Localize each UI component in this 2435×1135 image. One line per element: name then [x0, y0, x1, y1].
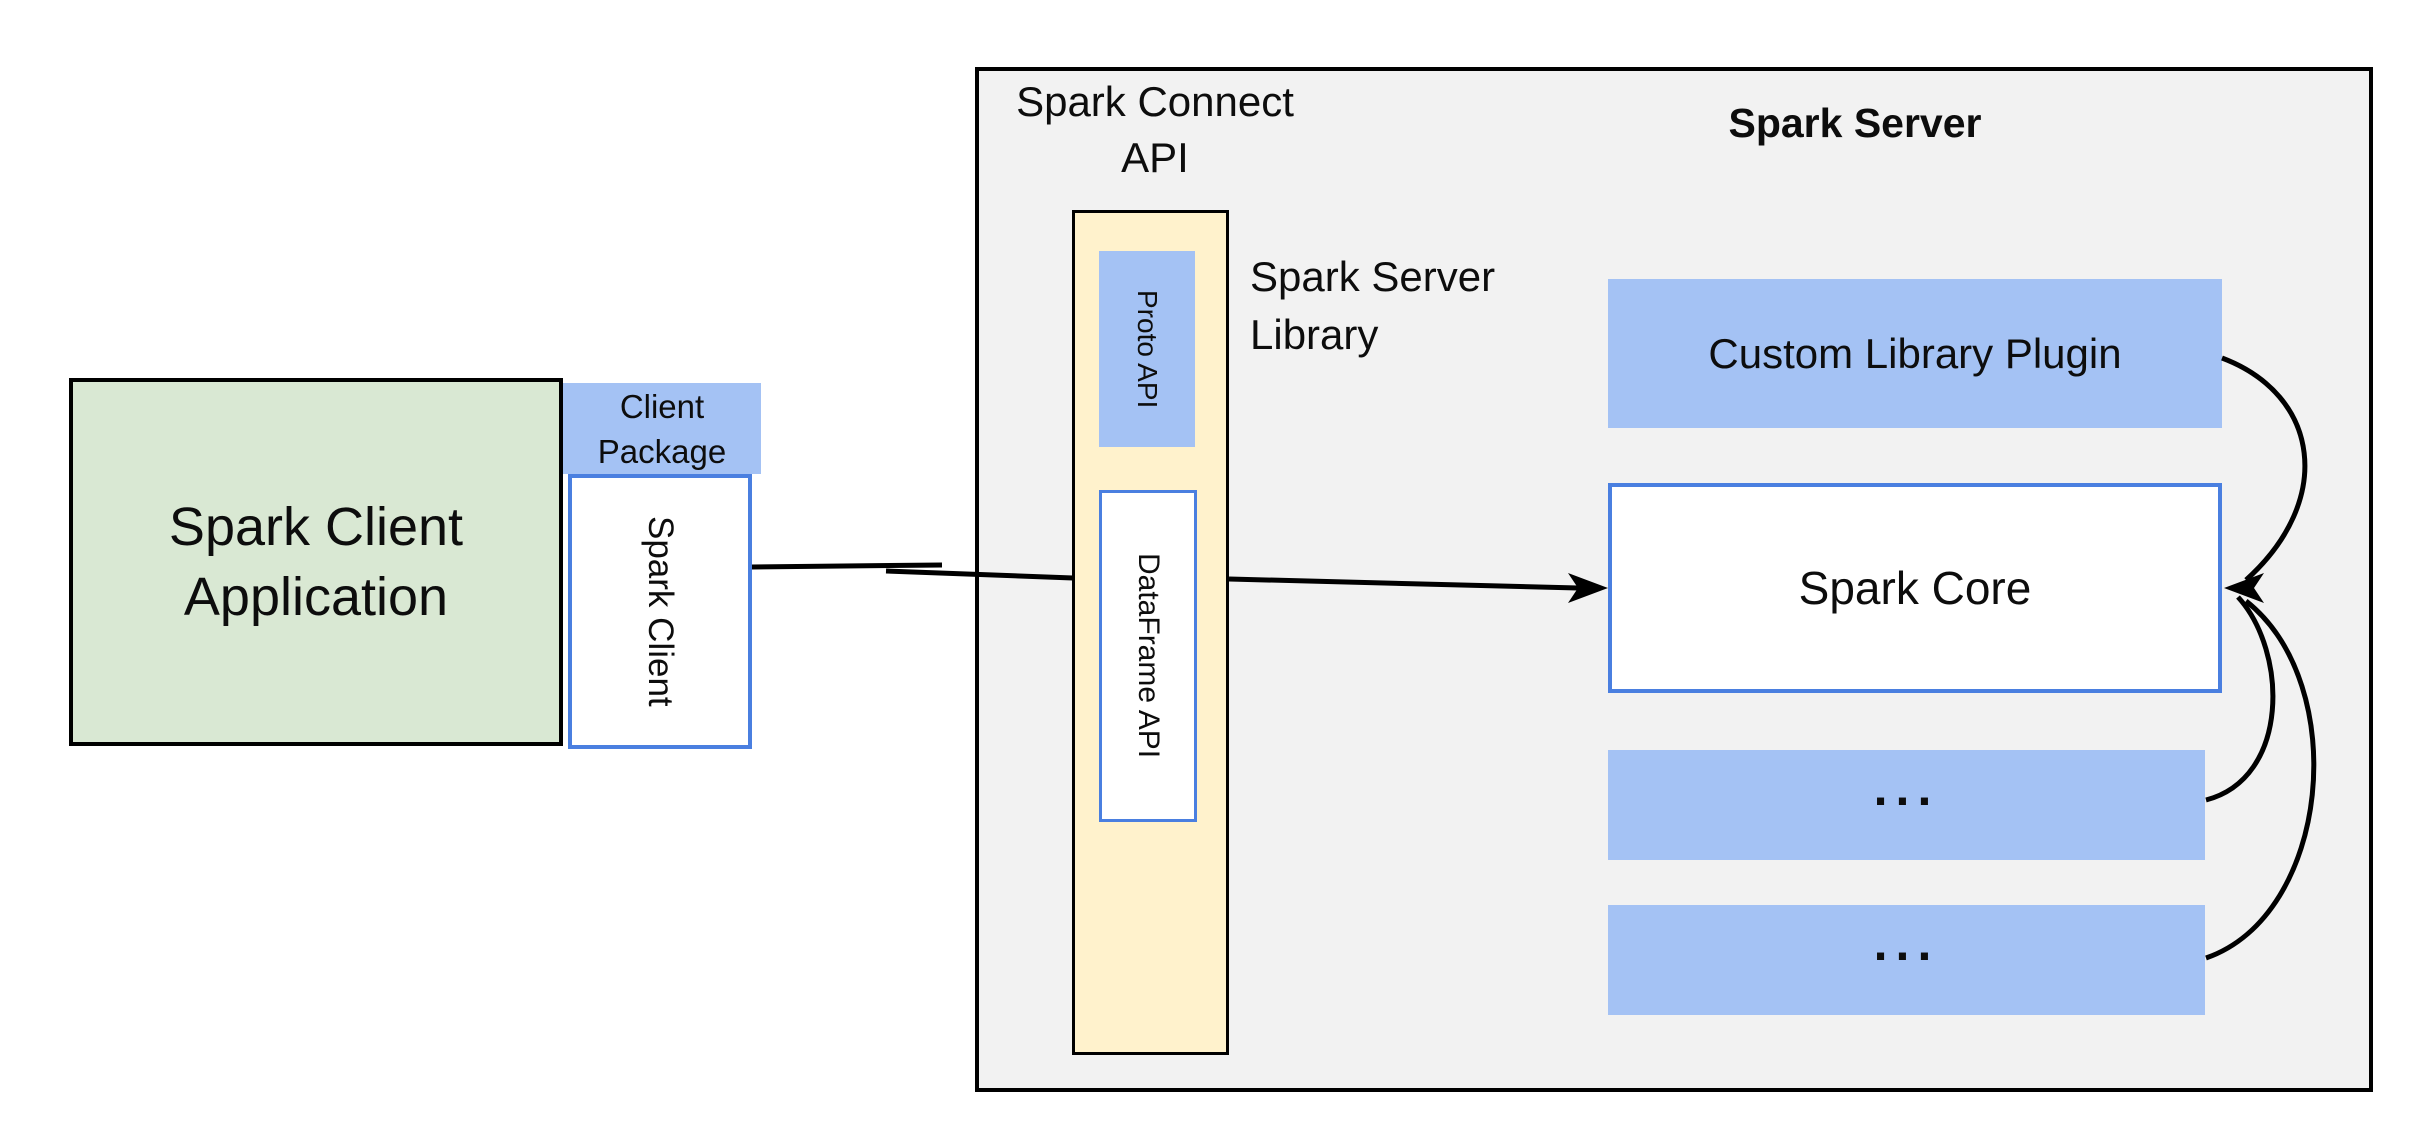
spark-connect-api-title-line2: API — [1121, 134, 1189, 181]
additional-plugin-box-1: ... — [1608, 750, 2205, 860]
custom-library-plugin-box: Custom Library Plugin — [1608, 279, 2222, 428]
spark-connect-api-title-line1: Spark Connect — [1016, 78, 1294, 125]
spark-server-library-label-line1: Spark Server — [1250, 253, 1496, 300]
additional-plugin-box-2: ... — [1608, 905, 2205, 1015]
proto-api-label: Proto API — [1132, 289, 1163, 409]
spark-server-library-label-line2: Library — [1250, 311, 1379, 358]
spark-core-label: Spark Core — [1798, 562, 2032, 614]
proto-api-box: Proto API — [1099, 251, 1195, 447]
custom-library-plugin-label: Custom Library Plugin — [1708, 329, 2122, 377]
arrow-client-to-connect-segment1 — [751, 562, 943, 570]
ellipsis-label-1: ... — [1873, 760, 1940, 816]
dataframe-api-box: DataFrame API — [1099, 490, 1197, 822]
spark-core-box: Spark Core — [1608, 483, 2222, 693]
ellipsis-label-2: ... — [1873, 915, 1940, 971]
spark-client-application-line2: Application — [183, 567, 449, 627]
client-package-line2: Package — [597, 432, 727, 470]
spark-client-application-line1: Spark Client — [168, 497, 464, 557]
client-package-line1: Client — [619, 387, 705, 425]
spark-client-box: Spark Client — [568, 474, 752, 749]
spark-server-title: Spark Server — [1728, 100, 1982, 146]
spark-client-application-box: Spark Client Application — [69, 378, 563, 746]
spark-server-library-label: Spark Server Library — [1250, 248, 1610, 364]
spark-client-application-label: Spark Client Application — [169, 492, 463, 632]
spark-connect-api-title: Spark Connect API — [955, 74, 1355, 186]
client-package-box: Client Package — [563, 383, 761, 474]
dataframe-api-label: DataFrame API — [1132, 553, 1165, 759]
client-package-label: Client Package — [598, 384, 726, 474]
spark-client-label: Spark Client — [641, 516, 680, 707]
